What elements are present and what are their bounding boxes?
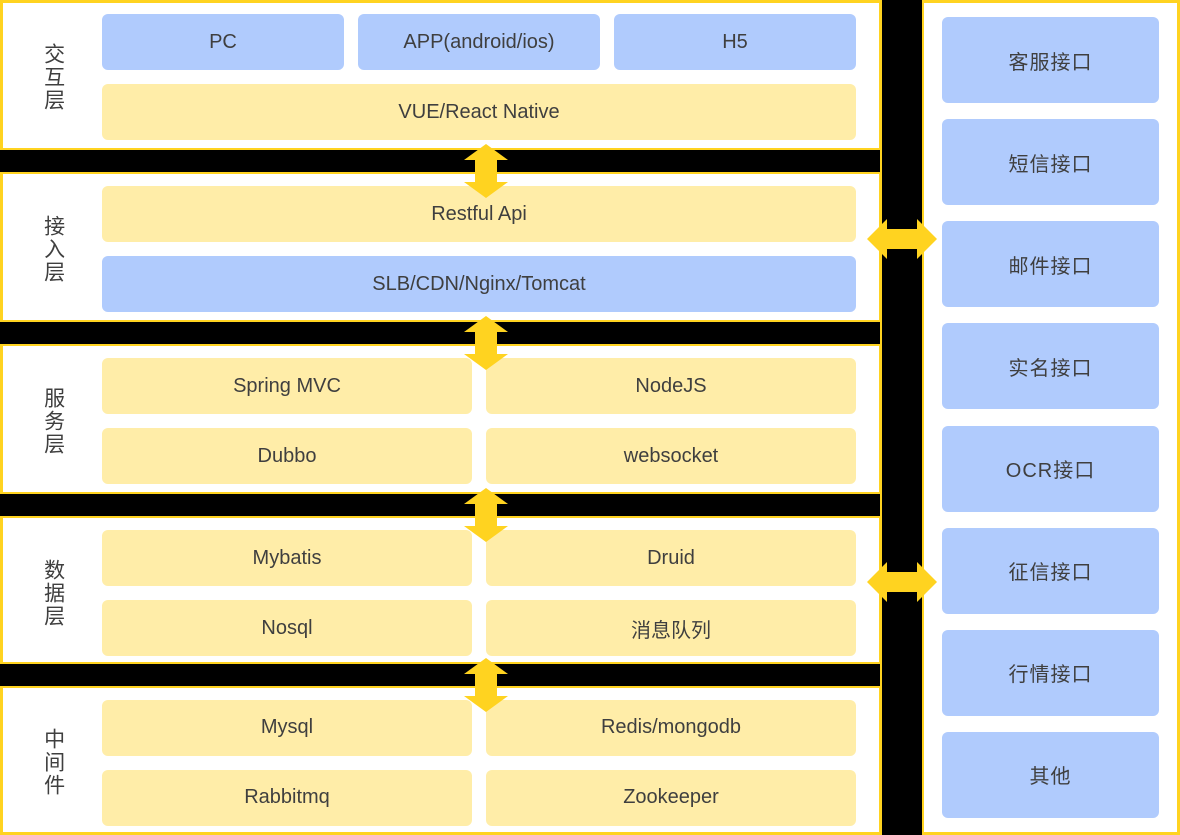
layer-body-access: Restful Api SLB/CDN/Nginx/Tomcat [102,175,879,323]
arrow-access-to-service [464,316,508,370]
tech-box-mybatis[interactable]: Mybatis [102,530,472,586]
layer-row: Dubbo websocket [102,428,856,484]
layer-body-middleware: Mysql Redis/mongodb Rabbitmq Zookeeper [102,690,879,835]
tech-box-restful-api[interactable]: Restful Api [102,186,856,242]
interface-box-customer-service[interactable]: 客服接口 [942,17,1159,103]
layer-row: Spring MVC NodeJS [102,358,856,414]
arrow-data-to-middleware [464,658,508,712]
tech-box-rabbitmq[interactable]: Rabbitmq [102,769,472,826]
layer-row: Restful Api [102,186,856,242]
tech-box-websocket[interactable]: websocket [486,428,856,484]
tech-box-nosql[interactable]: Nosql [102,600,472,656]
interface-box-real-name[interactable]: 实名接口 [942,323,1159,410]
tech-box-druid[interactable]: Druid [486,530,856,586]
interface-box-sms[interactable]: 短信接口 [942,119,1159,206]
layer-row: Mybatis Druid [102,530,856,586]
tech-box-dubbo[interactable]: Dubbo [102,428,472,484]
layer-label-middleware: 中间件 [41,728,65,797]
tech-box-zookeeper[interactable]: Zookeeper [486,769,856,826]
layer-body-interaction: PC APP(android/ios) H5 VUE/React Native [102,3,879,151]
arrow-access-to-interfaces [867,215,937,263]
tech-box-nodejs[interactable]: NodeJS [486,358,856,414]
layer-label-interaction: 交互层 [41,42,65,112]
tech-box-app[interactable]: APP(android/ios) [358,14,600,70]
layer-row: SLB/CDN/Nginx/Tomcat [102,256,856,312]
interface-box-email[interactable]: 邮件接口 [942,221,1159,308]
layer-row: Rabbitmq Zookeeper [102,769,856,826]
layer-access: 接入层 Restful Api SLB/CDN/Nginx/Tomcat [3,175,879,323]
layer-label-access: 接入层 [41,214,65,284]
tech-box-spring-mvc[interactable]: Spring MVC [102,358,472,414]
tech-box-redis-mongodb[interactable]: Redis/mongodb [486,699,856,756]
arrow-interaction-to-access [464,144,508,198]
layer-row: VUE/React Native [102,84,856,140]
main-architecture-panel: 交互层 PC APP(android/ios) H5 VUE/React Nat… [0,0,882,835]
layer-body-data: Mybatis Druid Nosql 消息队列 [102,519,879,667]
layer-row: Mysql Redis/mongodb [102,699,856,756]
external-interfaces-panel: 客服接口 短信接口 邮件接口 实名接口 OCR接口 征信接口 行情接口 其他 [924,0,1180,835]
interface-box-credit[interactable]: 征信接口 [942,527,1159,614]
layer-interaction: 交互层 PC APP(android/ios) H5 VUE/React Nat… [3,3,879,151]
layer-label-service: 服务层 [41,386,65,456]
arrow-service-to-data [464,488,508,542]
layer-service: 服务层 Spring MVC NodeJS Dubbo websocket [3,347,879,495]
layer-row: Nosql 消息队列 [102,600,856,656]
vertical-separator-bar [880,0,924,835]
arrow-data-to-interfaces [867,558,937,606]
tech-box-message-queue[interactable]: 消息队列 [486,600,856,656]
layer-data: 数据层 Mybatis Druid Nosql 消息队列 [3,519,879,667]
tech-box-mysql[interactable]: Mysql [102,699,472,756]
layer-row: PC APP(android/ios) H5 [102,14,856,70]
layer-label-data: 数据层 [41,558,65,628]
interface-box-other[interactable]: 其他 [942,731,1159,818]
layer-body-service: Spring MVC NodeJS Dubbo websocket [102,347,879,495]
tech-box-vue-react-native[interactable]: VUE/React Native [102,84,856,140]
tech-box-pc[interactable]: PC [102,14,344,70]
layer-middleware: 中间件 Mysql Redis/mongodb Rabbitmq Zookeep… [3,690,879,835]
interface-box-ocr[interactable]: OCR接口 [942,425,1159,512]
tech-box-h5[interactable]: H5 [614,14,856,70]
tech-box-slb-cdn-nginx-tomcat[interactable]: SLB/CDN/Nginx/Tomcat [102,256,856,312]
interface-box-market-quote[interactable]: 行情接口 [942,629,1159,716]
